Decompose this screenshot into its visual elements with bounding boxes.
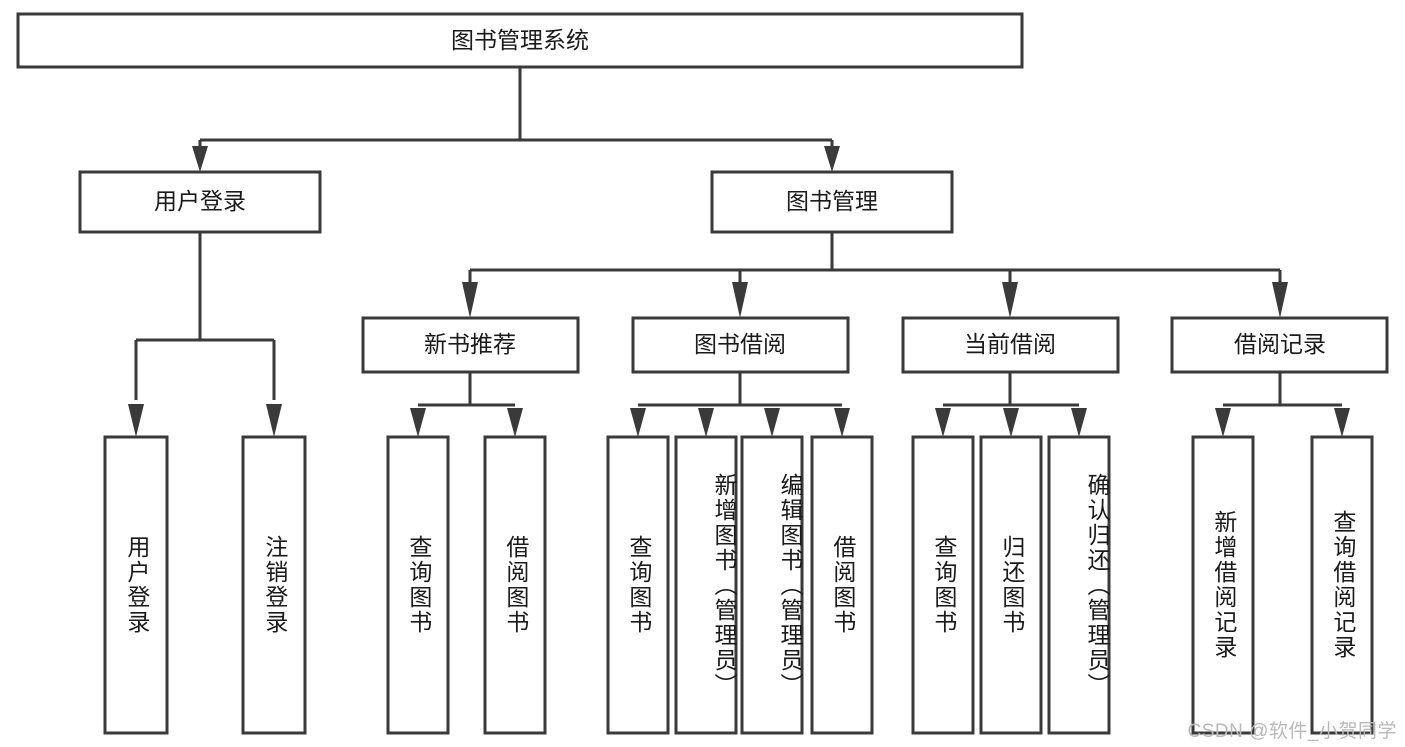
node-new-book-recommend[interactable]: 新书推荐 xyxy=(361,316,580,374)
leaf-box-user-login-0[interactable] xyxy=(103,435,169,735)
leaf-box-book-borrow-1[interactable] xyxy=(674,435,738,735)
node-new-book-recommend-label: 新书推荐 xyxy=(424,331,516,357)
leaf-box-current-borrow-0[interactable] xyxy=(911,435,975,735)
connector-bookborrow-to-leaves xyxy=(630,372,850,437)
node-current-borrow[interactable]: 当前借阅 xyxy=(901,316,1120,374)
leaf-box-current-borrow-1[interactable] xyxy=(979,435,1043,735)
leaf-box-book-borrow-2[interactable] xyxy=(740,435,804,735)
leaf-box-borrow-record-0[interactable] xyxy=(1191,435,1255,735)
node-root-label: 图书管理系统 xyxy=(451,27,589,53)
connector-userlogin-to-leaves xyxy=(128,232,282,437)
node-borrow-record-label: 借阅记录 xyxy=(1234,331,1326,357)
leaf-box-book-borrow-3[interactable] xyxy=(810,435,874,735)
leaf-box-user-login-1[interactable] xyxy=(241,435,307,735)
leaf-box-book-borrow-0[interactable] xyxy=(606,435,670,735)
node-book-borrow[interactable]: 图书借阅 xyxy=(631,316,850,374)
leaf-box-new-book-recommend-0[interactable] xyxy=(386,435,450,735)
connector-currentborrow-to-leaves xyxy=(935,372,1087,437)
csdn-watermark: CSDN @软件_小贺同学 xyxy=(1187,721,1397,742)
connector-newbook-to-leaves xyxy=(410,372,523,437)
node-user-login[interactable]: 用户登录 xyxy=(78,170,322,234)
node-book-borrow-label: 图书借阅 xyxy=(694,331,786,357)
node-current-borrow-label: 当前借阅 xyxy=(964,331,1056,357)
leaf-box-new-book-recommend-1[interactable] xyxy=(483,435,547,735)
node-user-login-label: 用户登录 xyxy=(154,188,246,214)
leaf-box-borrow-record-1[interactable] xyxy=(1310,435,1374,735)
node-borrow-record[interactable]: 借阅记录 xyxy=(1170,316,1389,374)
leaf-box-current-borrow-2[interactable] xyxy=(1047,435,1111,735)
node-root-book-management-system[interactable]: 图书管理系统 xyxy=(16,12,1024,69)
node-book-management-label: 图书管理 xyxy=(786,188,878,214)
connector-bookmgmt-to-level3 xyxy=(462,232,1288,318)
node-book-management[interactable]: 图书管理 xyxy=(710,170,954,234)
connector-root-to-level2 xyxy=(192,67,840,172)
connector-borrowrecord-to-leaves xyxy=(1215,372,1350,437)
